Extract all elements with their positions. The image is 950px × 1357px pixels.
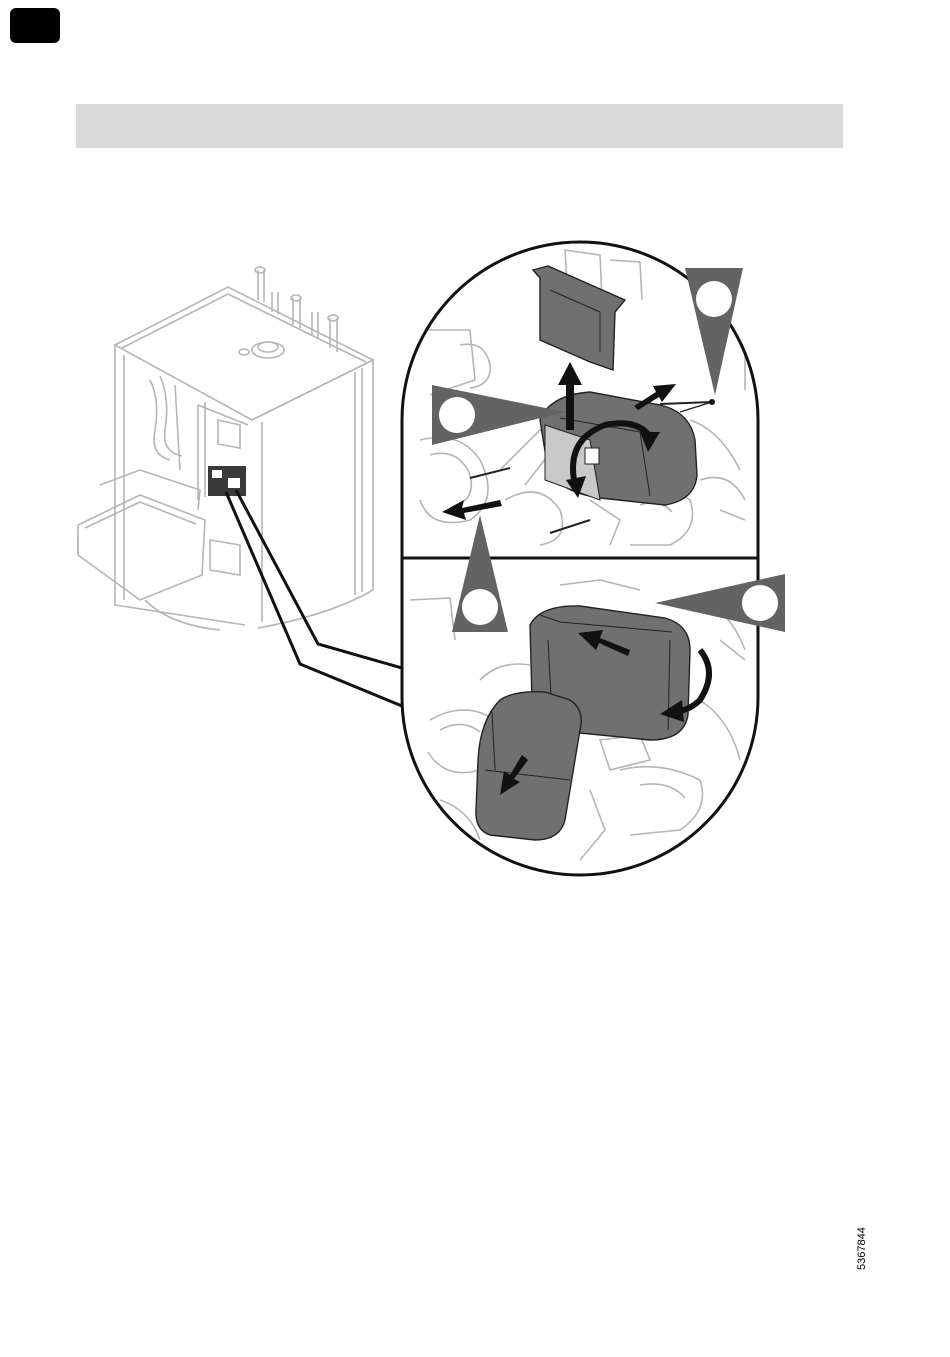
document-number: 5367844: [856, 1230, 876, 1270]
left-arrow: [442, 500, 502, 520]
pump-location-marker: [208, 466, 246, 496]
detail-leader-lines: [226, 490, 402, 706]
pump-motor-pulled: [476, 692, 581, 840]
cover-plate: [533, 266, 625, 370]
boiler-cabinet: [78, 267, 373, 630]
pump-motor: [540, 392, 697, 505]
step-callout-3: [452, 515, 508, 632]
